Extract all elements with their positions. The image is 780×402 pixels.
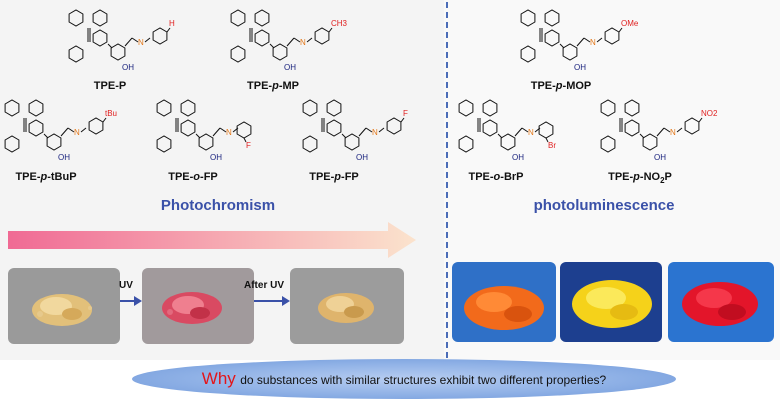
substituent-label: NO2 [701,109,718,118]
nitrogen-label: N [138,38,144,47]
question-banner: Why do substances with similar structure… [132,359,676,399]
panel-divider [446,2,448,358]
nitrogen-label: N [300,38,306,47]
question-why: Why [201,369,236,388]
nitrogen-label: N [670,128,676,137]
molecule-structure: N OH NO2 [600,99,718,162]
substituent-label: F [403,109,408,118]
hydroxyl-label: OH [654,153,666,162]
hydroxyl-label: OH [58,153,70,162]
hydroxyl-label: OH [284,63,296,72]
nitrogen-label: N [372,128,378,137]
label-tpe-p-tbup: TPE-p-tBuP [15,171,77,183]
molecule-tpe-p: N OH H [66,8,206,85]
uv-step-label: UV [119,280,133,291]
nitrogen-label: N [74,128,80,137]
label-tpe-p-mop: TPE-p-MOP [530,80,592,92]
substituent-label: OMe [621,19,639,28]
nitrogen-label: N [590,38,596,47]
hydroxyl-label: OH [356,153,368,162]
molecule-structure: N OH OMe [520,9,639,72]
substituent-label: Br [548,141,556,150]
molecule-tpe-o-brp: N OH Br [456,98,596,175]
label-tpe-p-mp: TPE-p-MP [247,80,299,92]
label-tpe-o-brp: TPE-o-BrP [468,171,524,183]
gradient-arrow [8,222,416,258]
question-rest: do substances with similar structures ex… [240,373,607,387]
label-tpe-o-fp: TPE-o-FP [168,171,218,183]
molecule-structure: N OH F [302,99,408,162]
hydroxyl-label: OH [122,63,134,72]
photo-after-uv [290,268,404,344]
photo-yellow-emission [560,262,662,342]
photo-under-uv [142,268,254,344]
hydroxyl-label: OH [512,153,524,162]
molecule-tpe-p-mp: N OH CH3 [228,8,368,85]
photo-orange-emission [452,262,556,342]
hydroxyl-label: OH [574,63,586,72]
substituent-label: F [246,141,251,150]
nitrogen-label: N [528,128,534,137]
substituent-label: tBu [105,109,117,118]
photo-before-uv [8,268,120,344]
molecule-tpe-o-fp: N OH F [154,98,294,175]
after-uv-step-arrow [254,296,290,306]
molecule-tpe-p-fp: N OH F [300,98,440,175]
label-tpe-p-fp: TPE-p-FP [309,171,359,183]
after-uv-step-label: After UV [244,280,285,291]
photoluminescence-title: photoluminescence [533,197,675,214]
molecule-tpe-p-mop: N OH OMe [518,8,658,85]
substituent-label: H [169,19,175,28]
molecule-structure: N OH tBu [4,99,117,162]
molecule-structure: N OH F [156,99,252,162]
molecule-tpe-p-tbup: N OH tBu [2,98,142,175]
molecule-structure: N OH CH3 [230,9,348,72]
hydroxyl-label: OH [210,153,222,162]
photochromism-title: Photochromism [160,197,276,214]
uv-step-arrow [120,296,142,306]
label-tpe-p: TPE-P [93,80,127,92]
molecule-structure: N OH Br [458,99,556,162]
label-tpe-p-no2p: TPE-p-NO2P [608,171,672,186]
molecule-tpe-p-no2p: N OH NO2 [598,98,738,175]
photo-red-emission [668,262,774,342]
substituent-label: CH3 [331,19,348,28]
molecule-structure: N OH H [68,9,175,72]
question-text: Why do substances with similar structure… [132,369,676,389]
nitrogen-label: N [226,128,232,137]
